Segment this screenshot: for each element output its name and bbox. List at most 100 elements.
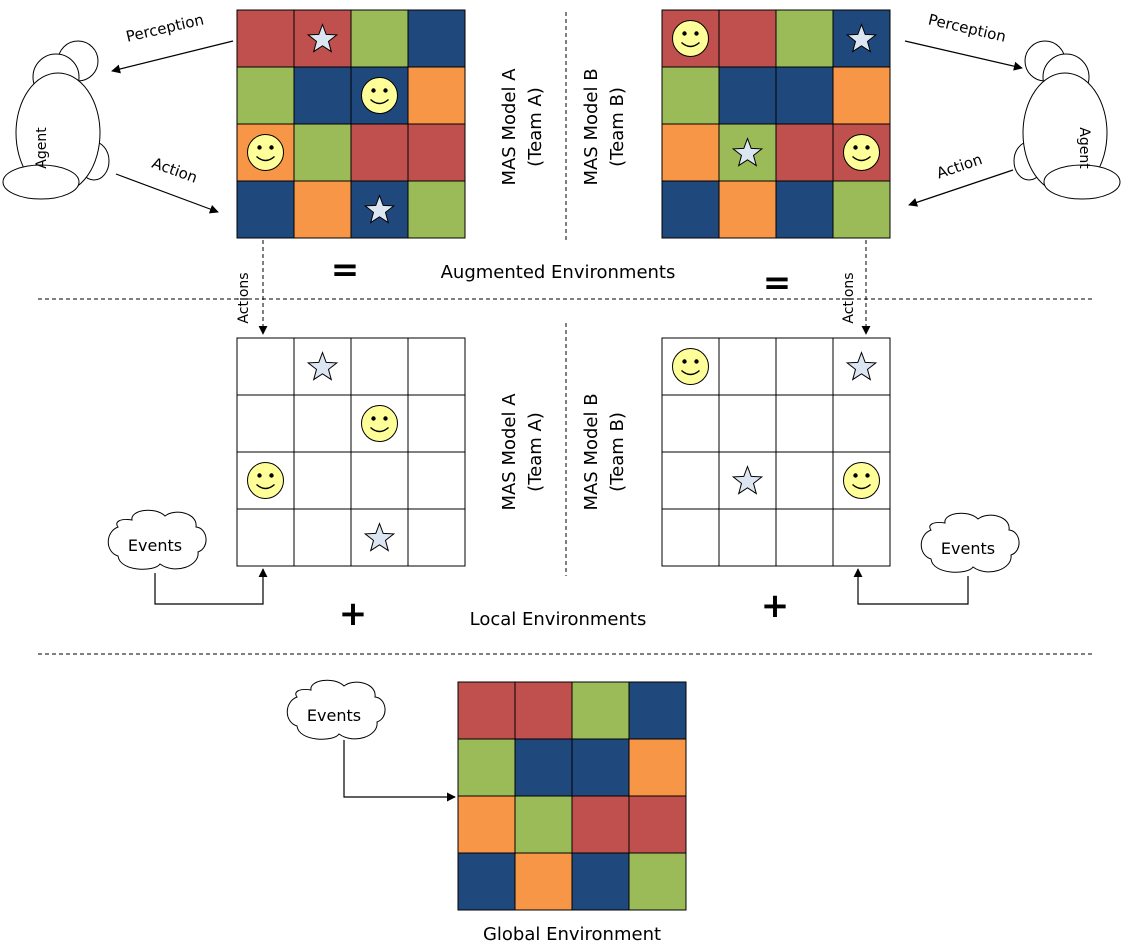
- model-a-label-middle: MAS Model A (Team A): [499, 393, 546, 511]
- perception-arrow-right: [904, 40, 1023, 71]
- agent-figure-left: [2, 40, 110, 200]
- grid-cell: [350, 123, 409, 182]
- grid-cell: [236, 180, 295, 239]
- grid-cell: [832, 337, 891, 396]
- local-grid-team-b: [661, 337, 891, 567]
- local-environments-caption: Local Environments: [470, 609, 647, 630]
- grid-cell: [236, 508, 295, 567]
- team-a-title: (Team A): [525, 412, 546, 492]
- smiley-agent-icon: [672, 348, 709, 385]
- perception-label-left: Perception: [124, 10, 205, 45]
- events-label-global: Events: [307, 706, 361, 725]
- model-b-title: MAS Model B: [581, 68, 602, 185]
- grid-cell: [407, 394, 466, 453]
- grid-cell: [775, 337, 834, 396]
- grid-cell: [775, 123, 834, 182]
- events-cloud-global: [286, 679, 386, 740]
- model-b-label-top: MAS Model B (Team B): [581, 68, 628, 185]
- augmented-environments-caption: Augmented Environments: [441, 262, 676, 283]
- grid-cell: [407, 123, 466, 182]
- star-goal-icon: [731, 465, 764, 495]
- events-cloud-right: [920, 512, 1020, 573]
- agent-label-left: Agent: [34, 127, 50, 169]
- grid-cell: [293, 508, 352, 567]
- grid-cell: [628, 852, 687, 911]
- grid-cell: [407, 337, 466, 396]
- global-grid: [457, 681, 687, 911]
- team-b-title: (Team B): [607, 412, 628, 492]
- grid-cell: [832, 394, 891, 453]
- grid-cell: [293, 180, 352, 239]
- grid-cell: [661, 394, 720, 453]
- smiley-agent-icon: [247, 462, 284, 499]
- grid-cell: [457, 681, 516, 740]
- grid-cell: [718, 337, 777, 396]
- star-goal-icon: [363, 194, 396, 224]
- plus-sign-right: +: [761, 586, 790, 626]
- model-a-label-top: MAS Model A (Team A): [499, 68, 546, 186]
- grid-cell: [350, 9, 409, 68]
- grid-cell: [293, 451, 352, 510]
- star-goal-icon: [306, 351, 339, 381]
- grid-cell: [775, 451, 834, 510]
- events-arrow-left: [154, 568, 268, 605]
- events-cloud-left: [107, 509, 207, 570]
- grid-cell: [661, 508, 720, 567]
- local-grid-team-a: [236, 337, 466, 567]
- grid-cell: [236, 9, 295, 68]
- grid-cell: [628, 795, 687, 854]
- star-goal-icon: [306, 23, 339, 53]
- grid-cell: [775, 394, 834, 453]
- grid-cell: [407, 66, 466, 125]
- star-goal-icon: [845, 351, 878, 381]
- grid-cell: [661, 451, 720, 510]
- grid-cell: [457, 852, 516, 911]
- grid-cell: [718, 9, 777, 68]
- grid-cell: [236, 394, 295, 453]
- grid-cell: [661, 180, 720, 239]
- grid-cell: [293, 66, 352, 125]
- grid-cell: [407, 451, 466, 510]
- grid-cell: [514, 738, 573, 797]
- grid-cell: [407, 9, 466, 68]
- global-environment-caption: Global Environment: [483, 924, 661, 945]
- model-a-title: MAS Model A: [499, 68, 520, 186]
- grid-cell: [832, 508, 891, 567]
- grid-cell: [350, 451, 409, 510]
- grid-cell: [775, 66, 834, 125]
- action-label-left: Action: [150, 154, 200, 187]
- augmented-grid-team-a: [236, 9, 466, 239]
- grid-cell: [628, 681, 687, 740]
- smiley-agent-icon: [672, 20, 709, 57]
- grid-cell: [832, 180, 891, 239]
- grid-cell: [457, 738, 516, 797]
- grid-cell: [571, 852, 630, 911]
- star-goal-icon: [363, 522, 396, 552]
- agent-label-right: Agent: [1076, 127, 1092, 169]
- actions-label-right: Actions: [841, 272, 857, 323]
- grid-cell: [661, 66, 720, 125]
- grid-cell: [832, 66, 891, 125]
- grid-cell: [718, 66, 777, 125]
- events-arrow-global: [343, 740, 456, 802]
- events-label-left: Events: [128, 536, 182, 555]
- grid-cell: [293, 394, 352, 453]
- equals-sign-left: =: [331, 250, 360, 290]
- equals-sign-right: =: [763, 263, 792, 303]
- grid-cell: [628, 738, 687, 797]
- team-b-title: (Team B): [607, 87, 628, 167]
- grid-cell: [718, 180, 777, 239]
- grid-cell: [457, 795, 516, 854]
- model-a-title: MAS Model A: [499, 393, 520, 511]
- grid-cell: [293, 123, 352, 182]
- action-arrow-right: [908, 169, 1014, 207]
- action-arrow-left: [115, 173, 219, 214]
- star-goal-icon: [845, 23, 878, 53]
- grid-cell: [571, 681, 630, 740]
- model-b-label-middle: MAS Model B (Team B): [581, 393, 628, 510]
- grid-cell: [407, 508, 466, 567]
- plus-sign-left: +: [339, 594, 368, 634]
- grid-cell: [514, 681, 573, 740]
- smiley-agent-icon: [843, 134, 880, 171]
